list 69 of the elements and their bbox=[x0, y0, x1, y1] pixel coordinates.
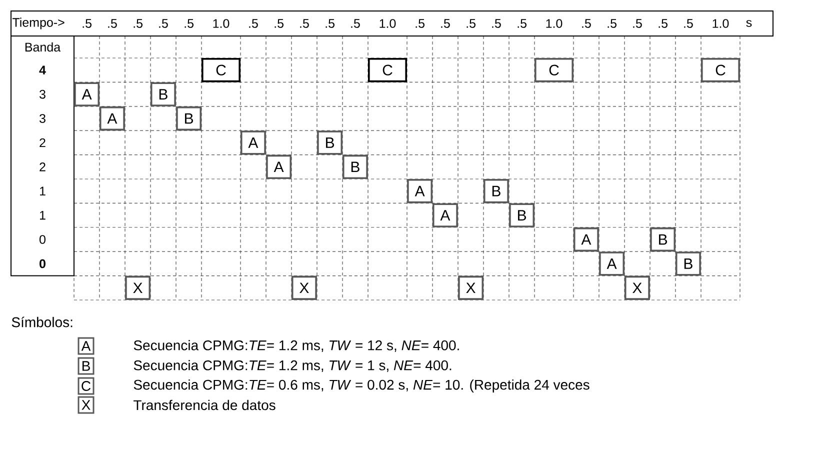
time-value: .5 bbox=[492, 19, 501, 28]
band-number: 2 bbox=[40, 138, 46, 148]
sequence-box: C bbox=[202, 58, 240, 82]
sequence-box: B bbox=[509, 203, 535, 228]
symbol-box: X bbox=[78, 396, 94, 414]
band-number: 4 bbox=[39, 66, 46, 74]
sequence-box: B bbox=[150, 82, 176, 106]
time-value: .5 bbox=[608, 19, 616, 28]
sequence-box: A bbox=[573, 227, 599, 252]
sequence-box: C bbox=[701, 58, 740, 82]
time-value: .5 bbox=[82, 19, 92, 28]
time-value: .5 bbox=[658, 19, 668, 28]
symbol-box: C bbox=[78, 377, 94, 395]
time-value: .5 bbox=[633, 19, 642, 28]
sequence-box: X bbox=[458, 276, 484, 300]
sequence-box: B bbox=[483, 178, 509, 204]
sequence-box: C bbox=[534, 58, 574, 82]
symbol-description: Secuencia CPMG:TE= 1.2 ms, TW = 12 s, NE= 400. bbox=[134, 340, 459, 352]
time-value: .5 bbox=[300, 19, 309, 28]
sequence-box: A bbox=[407, 178, 433, 204]
sequence-box: A bbox=[74, 82, 100, 106]
band-number: 0 bbox=[40, 259, 46, 268]
time-value: .5 bbox=[134, 19, 142, 28]
sequence-box: A bbox=[432, 203, 458, 228]
symbol-description: Secuencia CPMG:TE= 0.6 ms, TW = 0.02 s, NE= 10. (Repetida 24 veces bbox=[134, 379, 590, 392]
sequence-box: B bbox=[342, 154, 368, 179]
section-heading: Símbolos: bbox=[12, 316, 72, 328]
time-value: .5 bbox=[441, 19, 450, 28]
time-value: .5 bbox=[274, 19, 284, 28]
time-value: 1.0 bbox=[213, 19, 230, 28]
band-number: 1 bbox=[40, 186, 46, 196]
time-value: 1.0 bbox=[546, 19, 562, 28]
time-value: .5 bbox=[582, 19, 591, 28]
column-heading: Banda bbox=[25, 42, 61, 52]
sequence-box: A bbox=[599, 252, 625, 276]
band-number: 1 bbox=[40, 211, 46, 220]
sequence-box: B bbox=[176, 106, 202, 131]
sequence-box: A bbox=[266, 154, 292, 179]
sequence-box: A bbox=[99, 106, 125, 131]
band-number: 3 bbox=[40, 114, 46, 123]
sequence-box: B bbox=[650, 227, 676, 252]
time-value: 1.0 bbox=[380, 19, 396, 28]
band-number: 2 bbox=[40, 162, 46, 172]
sequence-box: X bbox=[291, 276, 317, 300]
band-number: 3 bbox=[40, 90, 46, 99]
sequence-box: C bbox=[368, 58, 407, 82]
band-number: 0 bbox=[40, 235, 46, 244]
axis-title: Tiempo-> bbox=[12, 18, 64, 30]
symbol-description: Secuencia CPMG:TE= 1.2 ms, TW = 1 s, NE= 400. bbox=[134, 360, 452, 372]
time-value: .5 bbox=[108, 19, 117, 28]
time-value: .5 bbox=[249, 19, 258, 28]
sequence-box: X bbox=[125, 276, 151, 300]
time-value: .5 bbox=[326, 19, 334, 28]
sequence-box: X bbox=[624, 276, 650, 300]
time-value: .5 bbox=[684, 19, 693, 28]
sequence-box: B bbox=[317, 130, 343, 155]
time-value: 1.0 bbox=[712, 19, 729, 28]
symbol-box: B bbox=[78, 357, 94, 375]
sequence-box: A bbox=[240, 130, 266, 155]
time-value: .5 bbox=[351, 19, 360, 28]
time-value: .5 bbox=[518, 19, 526, 28]
sequence-box: B bbox=[675, 252, 701, 276]
symbol-description: Transferencia de datos bbox=[134, 400, 276, 410]
time-value: .5 bbox=[416, 19, 424, 28]
time-value: .5 bbox=[184, 19, 194, 28]
time-value: .5 bbox=[466, 19, 476, 28]
symbol-box: A bbox=[78, 337, 94, 355]
time-value: .5 bbox=[159, 19, 168, 28]
unit-label: s bbox=[746, 20, 752, 27]
